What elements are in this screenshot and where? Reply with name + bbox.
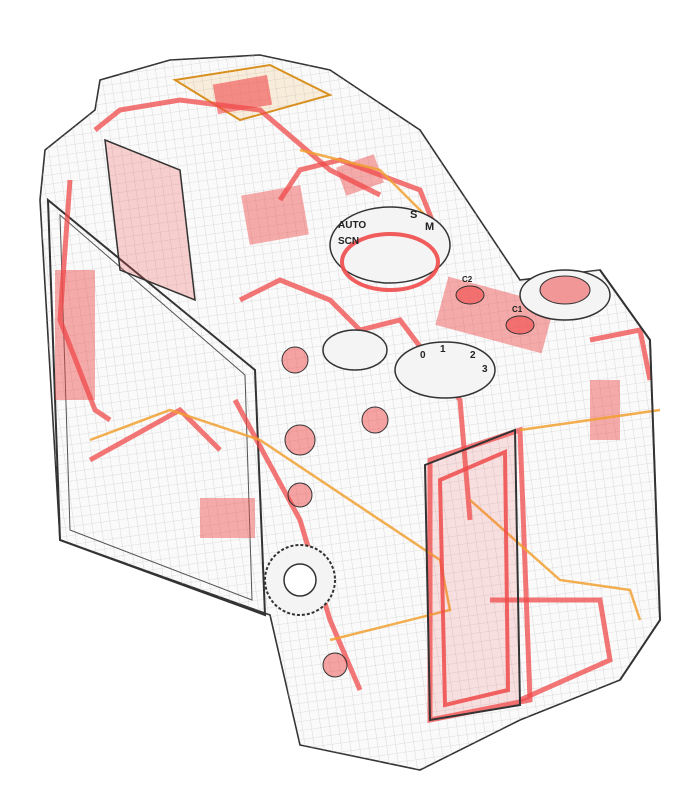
mode-dial-label: SCN <box>338 236 359 247</box>
exposure-dial-label: 0 <box>420 350 426 361</box>
exposure-dial-label: 1 <box>440 344 446 355</box>
control-wheel[interactable] <box>264 544 336 616</box>
mode-dial[interactable]: AUTO SCN M S <box>329 206 451 292</box>
eyecup <box>104 138 196 302</box>
seal-patches <box>55 154 620 538</box>
exposure-dial-label: 3 <box>482 364 488 375</box>
mode-dial-label: M <box>425 221 434 233</box>
shutter-button[interactable] <box>519 269 611 321</box>
exposure-dial-label: 2 <box>470 350 476 361</box>
front-control-dial[interactable] <box>322 329 388 371</box>
exposure-compensation-dial[interactable]: 0 1 2 3 <box>394 341 496 399</box>
button-label: C2 <box>462 275 473 284</box>
internal-frame-lines <box>89 148 661 642</box>
mode-dial-label: AUTO <box>338 220 366 231</box>
rear-buttons[interactable] <box>281 346 389 678</box>
lcd-screen <box>46 197 267 617</box>
mode-dial-label: S <box>410 209 417 221</box>
grip <box>599 269 662 681</box>
button-label: C1 <box>512 305 523 314</box>
custom-buttons[interactable]: C2 C1 <box>455 275 535 335</box>
card-slot-door <box>423 428 522 722</box>
